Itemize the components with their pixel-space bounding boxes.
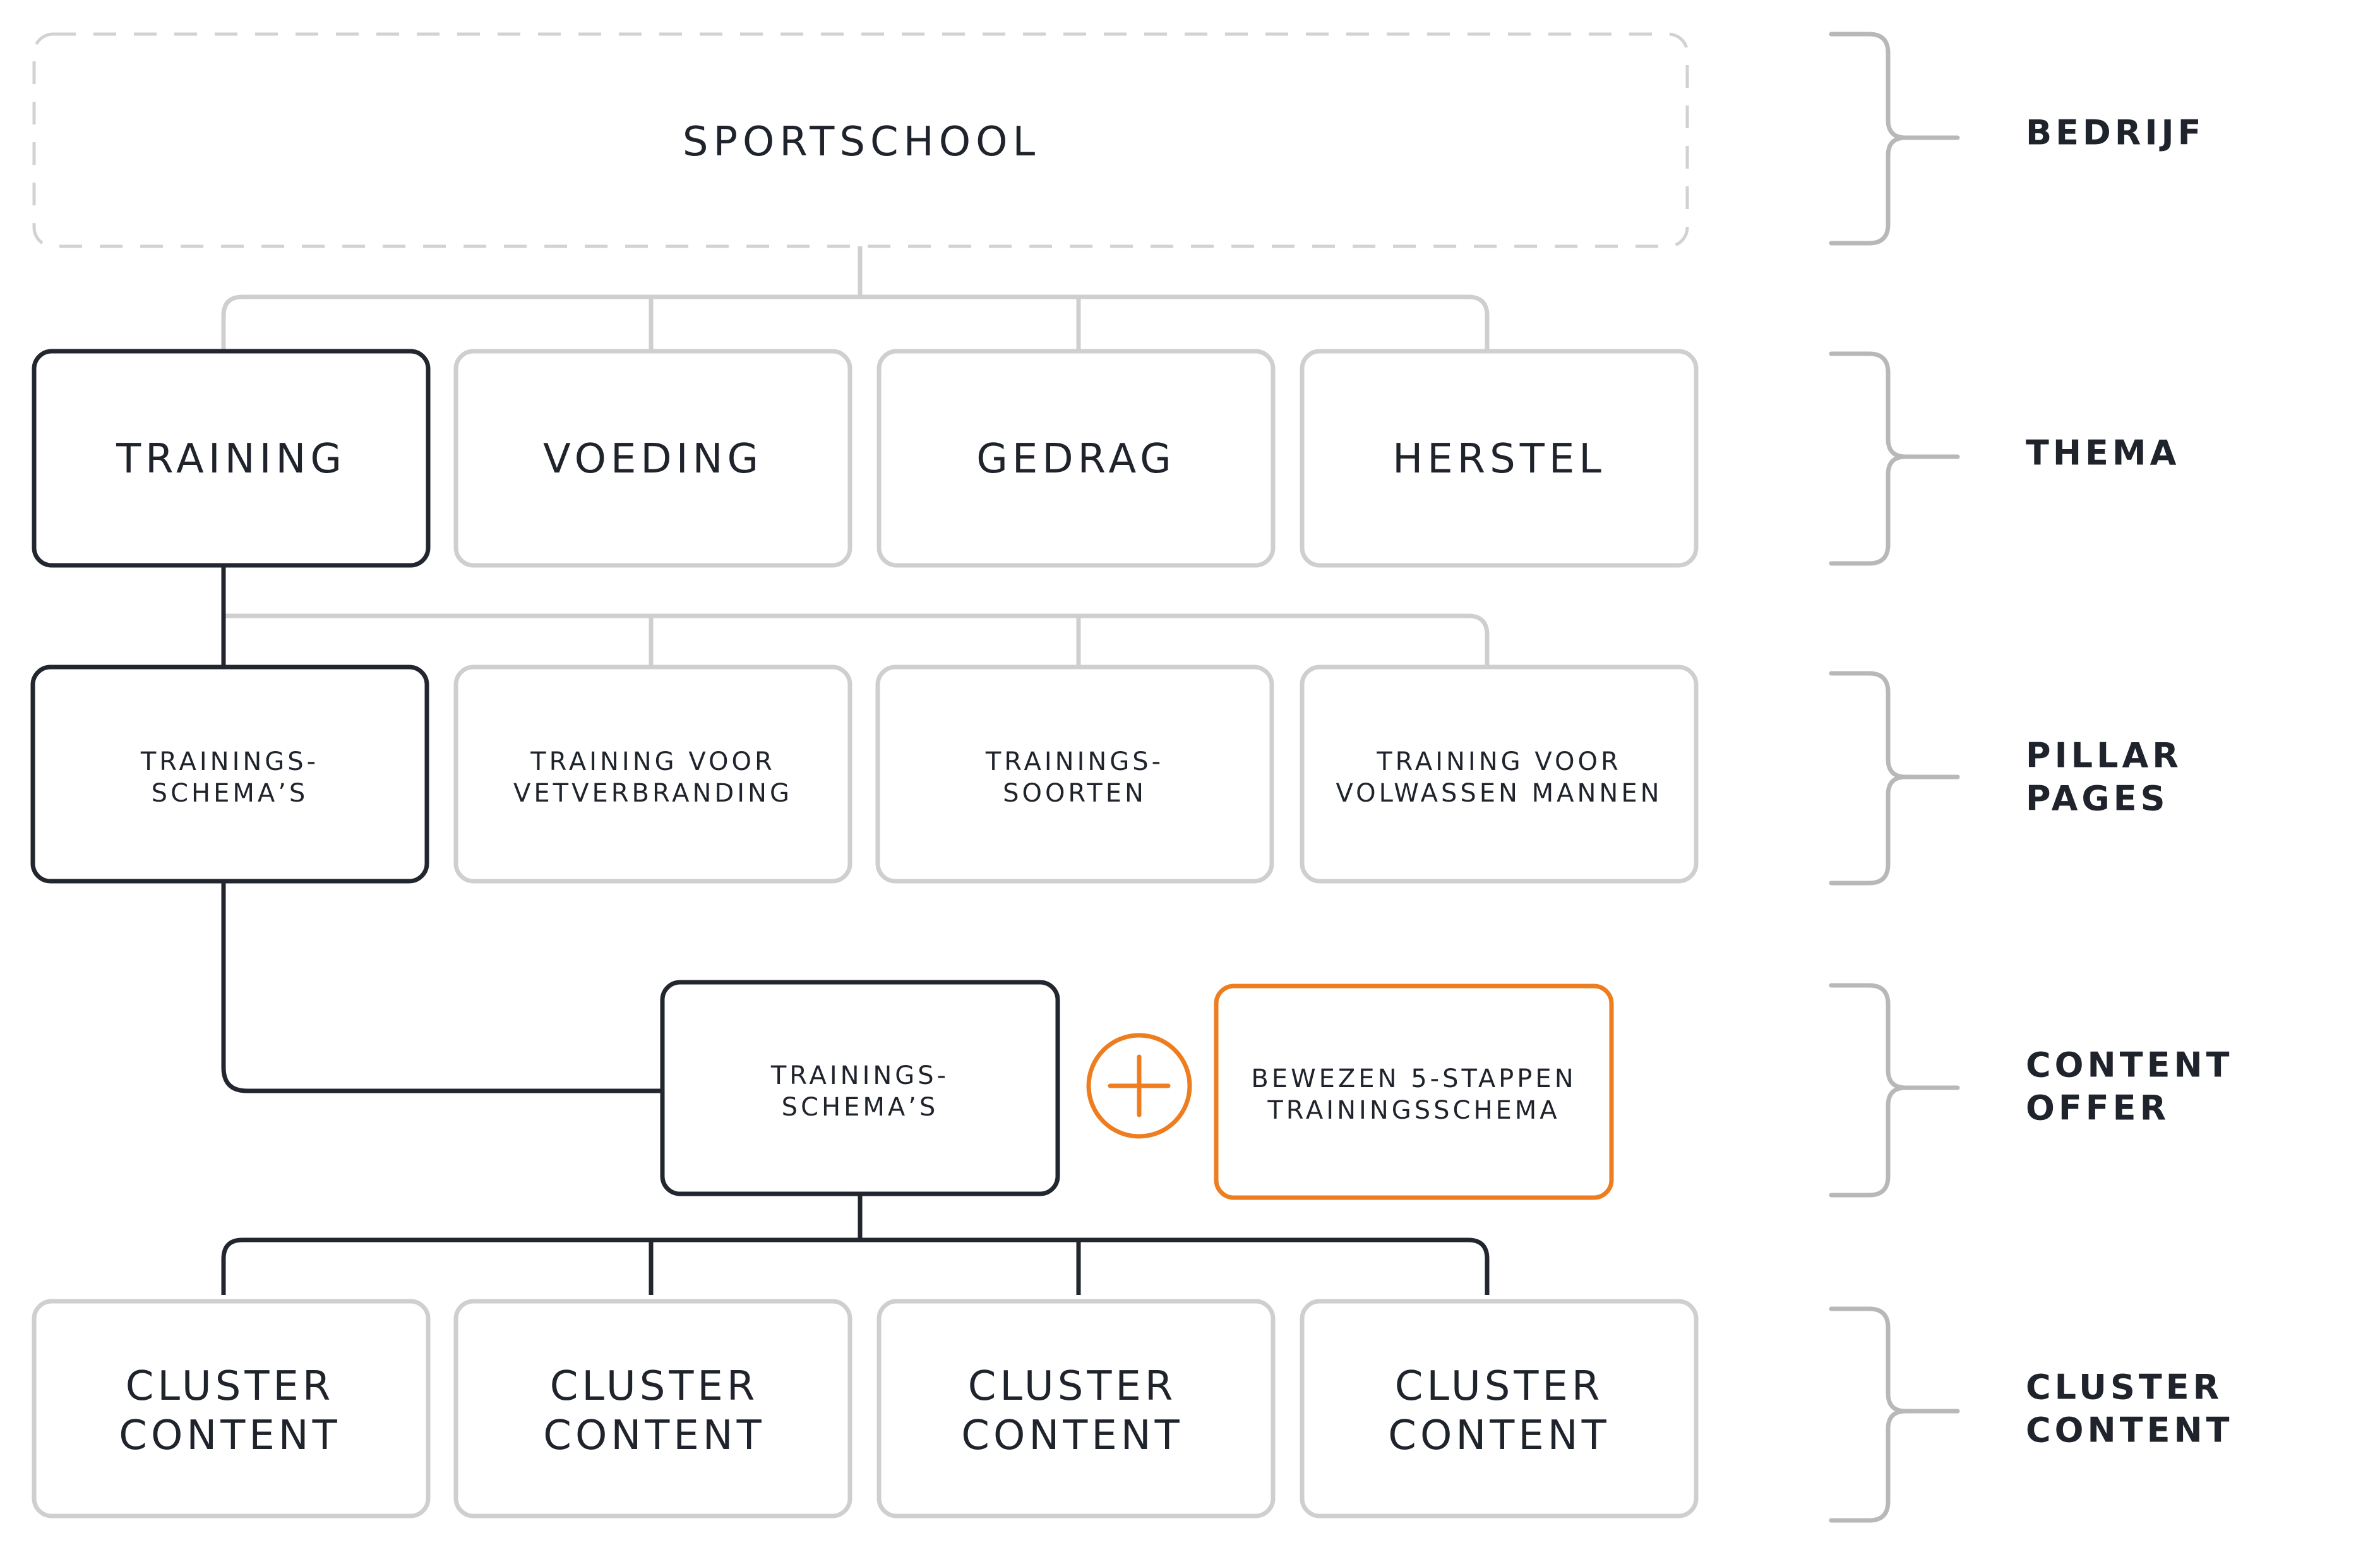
theme-voeding: VOEDING	[453, 349, 852, 568]
pillar-trainingsschemas: TRAININGS- SCHEMA’S	[30, 665, 429, 884]
pillar-label-line-2: SCHEMA’S	[152, 779, 309, 808]
company-node: SPORTSCHOOL	[32, 32, 1689, 248]
brace-content-offer	[1829, 983, 1960, 1198]
cluster-label-line-1: CLUSTER	[550, 1363, 759, 1410]
pillar-box	[1300, 665, 1699, 884]
theme-label: GEDRAG	[976, 436, 1175, 483]
level-braces	[1829, 32, 1960, 1523]
pillar-label-line-1: TRAINING VOOR	[530, 747, 775, 776]
cluster-label-line-2: CONTENT	[119, 1412, 340, 1459]
cluster-content-item: CLUSTER CONTENT	[876, 1299, 1276, 1519]
content-offer-main-line-1: TRAININGS-	[770, 1061, 949, 1090]
pillar-trainingssoorten: TRAININGS- SOORTEN	[875, 665, 1274, 884]
cluster-label-line-2: CONTENT	[543, 1412, 765, 1459]
pillar-label-line-2: VETVERBRANDING	[513, 779, 792, 808]
pillar-training-voor-vetverbranding: TRAINING VOOR VETVERBRANDING	[453, 665, 852, 884]
pillar-box	[875, 665, 1274, 884]
level-label-pillar-line-1: PILLAR	[2026, 736, 2182, 776]
cluster-label-line-1: CLUSTER	[968, 1363, 1177, 1410]
level-labels: BEDRIJF THEMA PILLAR PAGES CONTENT OFFER…	[2026, 113, 2233, 1450]
content-offer-main: TRAININGS- SCHEMA’S	[660, 980, 1060, 1196]
theme-box-gedrag	[876, 349, 1276, 568]
pillar-label-line-2: SOORTEN	[1003, 779, 1147, 808]
theme-label: TRAINING	[116, 436, 346, 483]
theme-training: TRAINING	[32, 349, 431, 568]
theme-label: HERSTEL	[1392, 436, 1606, 483]
level-label-cluster-line-1: CLUSTER	[2026, 1368, 2223, 1407]
level-label-pillar-line-2: PAGES	[2026, 779, 2169, 819]
brace-bedrijf	[1829, 32, 1960, 246]
level-label-bedrijf: BEDRIJF	[2026, 113, 2205, 153]
plus-circle-icon	[1086, 1033, 1192, 1139]
cluster-content-box	[453, 1299, 852, 1519]
cluster-label-line-1: CLUSTER	[126, 1363, 335, 1410]
content-offer-lead-magnet-line-1: BEWEZEN 5-STAPPEN	[1251, 1064, 1576, 1093]
content-offer-lead-magnet-line-2: TRAININGSSCHEMA	[1267, 1096, 1560, 1125]
content-offer-main-line-2: SCHEMA’S	[782, 1093, 939, 1122]
cluster-label-line-2: CONTENT	[961, 1412, 1183, 1459]
pillar-label-line-2: VOLWASSEN MANNEN	[1336, 779, 1662, 808]
themes-row: TRAINING VOEDING GEDRAG HERSTEL	[32, 349, 1699, 568]
cluster-content-item: CLUSTER CONTENT	[453, 1299, 852, 1519]
cluster-content-box	[32, 1299, 431, 1519]
theme-herstel: HERSTEL	[1300, 349, 1699, 568]
theme-box-training	[32, 349, 431, 568]
pillar-box	[30, 665, 429, 884]
level-label-cluster-line-2: CONTENT	[2026, 1411, 2233, 1450]
pillar-label-line-1: TRAININGS-	[985, 747, 1164, 776]
cluster-content-box	[1300, 1299, 1699, 1519]
pillar-training-voor-volwassen-mannen: TRAINING VOOR VOLWASSEN MANNEN	[1300, 665, 1699, 884]
content-offer-main-box	[660, 980, 1060, 1196]
pillar-pages-row: TRAININGS- SCHEMA’S TRAINING VOOR VETVER…	[30, 665, 1699, 884]
level-label-content-offer-line-2: OFFER	[2026, 1088, 2170, 1128]
connectors	[221, 246, 1490, 1295]
content-offer-row: TRAININGS- SCHEMA’S BEWEZEN 5-STAPPEN TR…	[660, 980, 1614, 1200]
content-offer-lead-magnet: BEWEZEN 5-STAPPEN TRAININGSSCHEMA	[1214, 984, 1614, 1200]
level-label-thema: THEMA	[2026, 433, 2180, 473]
content-offer-lead-magnet-box	[1214, 984, 1614, 1200]
connector-pillar-bar	[224, 613, 1490, 667]
level-label-content-offer-line-1: CONTENT	[2026, 1045, 2233, 1085]
cluster-label-line-1: CLUSTER	[1395, 1363, 1604, 1410]
theme-label: VOEDING	[543, 436, 763, 483]
cluster-label-line-2: CONTENT	[1388, 1412, 1610, 1459]
theme-box-voeding	[453, 349, 852, 568]
brace-pillar-pages	[1829, 671, 1960, 886]
connector-cluster-bar	[221, 1237, 1490, 1295]
connector-themes-bar	[221, 294, 1490, 351]
brace-thema	[1829, 351, 1960, 566]
cluster-content-box	[876, 1299, 1276, 1519]
company-box	[32, 32, 1689, 248]
theme-box-herstel	[1300, 349, 1699, 568]
pillar-label-line-1: TRAININGS-	[140, 747, 319, 776]
connector-pillar-to-offer	[221, 881, 661, 1093]
pillar-box	[453, 665, 852, 884]
pillar-label-line-1: TRAINING VOOR	[1376, 747, 1622, 776]
theme-gedrag: GEDRAG	[876, 349, 1276, 568]
cluster-content-row: CLUSTER CONTENT CLUSTER CONTENT CLUSTER …	[32, 1299, 1699, 1519]
brace-cluster-content	[1829, 1306, 1960, 1523]
company-label: SPORTSCHOOL	[683, 119, 1040, 165]
cluster-content-item: CLUSTER CONTENT	[32, 1299, 431, 1519]
cluster-content-item: CLUSTER CONTENT	[1300, 1299, 1699, 1519]
